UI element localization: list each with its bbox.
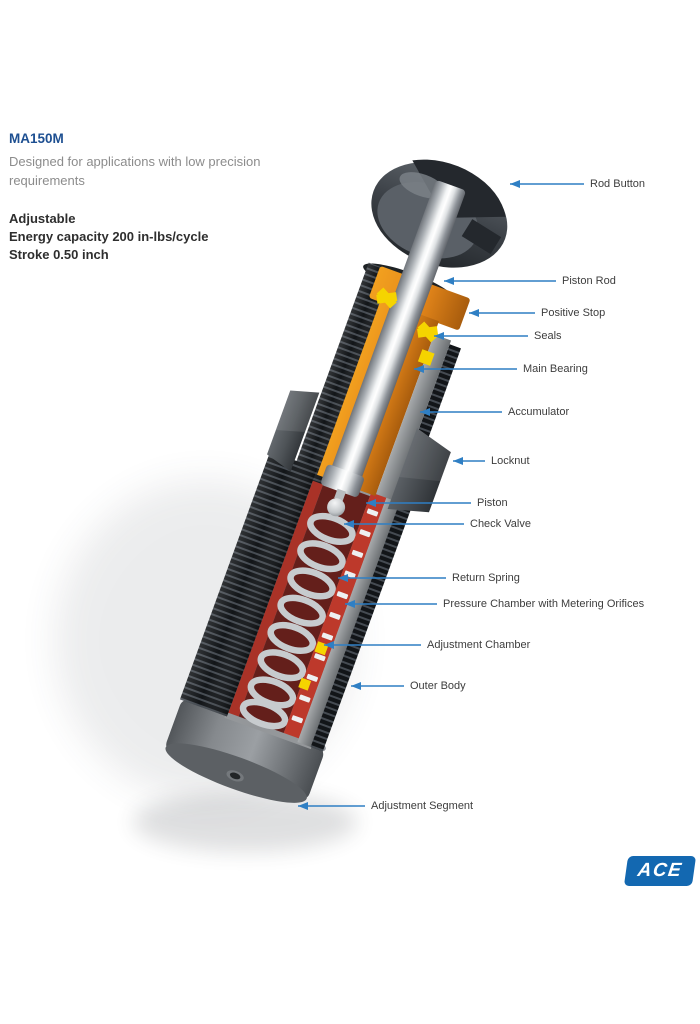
locknut-right-facet	[399, 428, 451, 482]
outer-body-thread-edge	[310, 498, 414, 752]
return-spring-coil	[239, 512, 356, 730]
lower-cutaway	[224, 467, 414, 752]
label-pressure-chamber: Pressure Chamber with Metering Orifices	[345, 598, 645, 610]
metering-orifices	[291, 508, 379, 724]
label-positive-stop: Positive Stop	[469, 307, 605, 319]
label-seals: Seals	[434, 330, 562, 342]
label-adjustment-segment: Adjustment Segment	[298, 800, 473, 812]
piston-rod	[330, 180, 466, 483]
locknut-hex	[267, 390, 451, 513]
label-return-spring: Return Spring	[338, 572, 520, 584]
label-check-valve: Check Valve	[344, 518, 531, 530]
lower-left-shading	[179, 451, 318, 717]
product-specs: Adjustable Energy capacity 200 in-lbs/cy…	[9, 210, 208, 264]
cap-shadow	[133, 792, 357, 852]
locknut-right-face	[387, 428, 451, 513]
svg-text:Outer Body: Outer Body	[410, 680, 466, 692]
svg-text:Adjustment Segment: Adjustment Segment	[371, 800, 473, 812]
piston	[321, 464, 364, 497]
svg-text:Return Spring: Return Spring	[452, 572, 520, 584]
svg-text:Check Valve: Check Valve	[470, 518, 531, 530]
piston-rod-assembly	[321, 180, 466, 517]
seal-block	[417, 349, 435, 366]
rod-seals	[376, 287, 439, 366]
svg-text:Accumulator: Accumulator	[508, 406, 569, 418]
svg-text:Piston Rod: Piston Rod	[562, 275, 616, 287]
seal-cross-left	[376, 287, 398, 309]
svg-text:Adjustment Chamber: Adjustment Chamber	[427, 639, 531, 651]
label-adjustment-chamber: Adjustment Chamber	[324, 639, 531, 651]
label-piston-rod: Piston Rod	[444, 275, 616, 287]
body-wall-gray	[297, 494, 401, 747]
chamber-left-wall	[228, 475, 325, 717]
check-valve-ball	[327, 498, 346, 517]
product-model-title: MA150M	[9, 131, 64, 146]
svg-text:Seals: Seals	[534, 330, 562, 342]
accumulator	[376, 334, 452, 501]
svg-text:Piston: Piston	[477, 497, 508, 509]
svg-text:Main Bearing: Main Bearing	[523, 363, 588, 375]
spec-energy-capacity: Energy capacity 200 in-lbs/cycle	[9, 229, 209, 244]
label-outer-body: Outer Body	[351, 680, 466, 692]
label-main-bearing: Main Bearing	[414, 363, 588, 375]
product-description: Designed for applications with low preci…	[9, 154, 261, 188]
ace-logo-text: ACE	[636, 860, 684, 881]
ace-logo: ACE	[623, 856, 697, 886]
rod-button-notch-right	[461, 219, 502, 255]
seal-cross-right	[417, 321, 439, 343]
check-valve-stem	[334, 488, 347, 502]
label-piston: Piston	[366, 497, 508, 509]
svg-text:Rod Button: Rod Button	[590, 178, 645, 190]
outer-body-threads	[179, 262, 461, 717]
label-accumulator: Accumulator	[420, 406, 569, 418]
locknut-left-face	[267, 390, 320, 472]
svg-text:Locknut: Locknut	[491, 455, 530, 467]
upper-left-shading	[292, 262, 399, 485]
shock-absorber-body	[165, 159, 508, 803]
spec-stroke: Stroke 0.50 inch	[9, 247, 109, 262]
label-rod-button: Rod Button	[510, 178, 645, 190]
locknut-left-facet	[275, 390, 320, 433]
svg-text:Pressure Chamber with Metering: Pressure Chamber with Metering Orifices	[443, 598, 645, 610]
upper-right-threads	[413, 344, 461, 448]
svg-text:Positive Stop: Positive Stop	[541, 307, 605, 319]
cap-cylinder	[166, 699, 324, 801]
spec-adjustable: Adjustable	[9, 211, 76, 226]
label-locknut: Locknut	[453, 455, 530, 467]
cap-hole	[229, 772, 241, 780]
